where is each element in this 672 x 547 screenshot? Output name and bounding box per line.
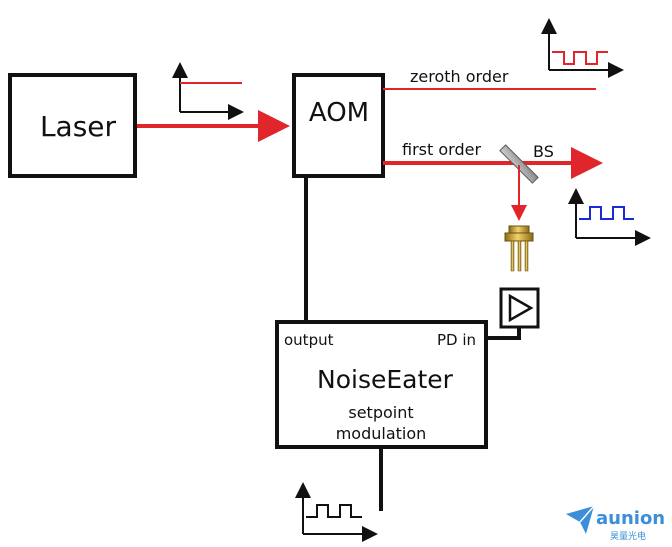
first-order-signal-icon	[568, 188, 651, 246]
logo-brand: aunion	[596, 508, 665, 529]
zeroth-order-label: zeroth order	[410, 67, 509, 86]
cw-signal-icon	[172, 62, 244, 120]
beam-splitter-label: BS	[533, 142, 554, 161]
aom-block: AOM	[292, 73, 385, 178]
beam-splitter: BS	[499, 142, 554, 184]
modulation-signal-icon	[295, 482, 378, 542]
noise-eater-title: NoiseEater	[317, 365, 454, 394]
first-order-label: first order	[402, 140, 481, 159]
aom-label: AOM	[309, 98, 369, 128]
logo-subtitle: 昊量光电	[610, 530, 646, 542]
noise-eater-modulation: modulation	[336, 424, 427, 443]
noise-eater-input-port: PD in	[437, 331, 476, 349]
laser-label: Laser	[40, 110, 117, 143]
noise-eater-block: output PD in NoiseEater setpoint modulat…	[275, 320, 488, 449]
noise-eater-setpoint: setpoint	[348, 403, 413, 422]
amplifier-icon	[499, 287, 540, 329]
laser-block: Laser	[8, 73, 137, 178]
zeroth-signal-icon	[541, 18, 624, 78]
photodiode-icon	[504, 225, 534, 272]
noise-eater-output-port: output	[284, 331, 334, 349]
amplifier-wire	[486, 327, 521, 340]
aunion-logo: aunion 昊量光电	[566, 505, 665, 542]
